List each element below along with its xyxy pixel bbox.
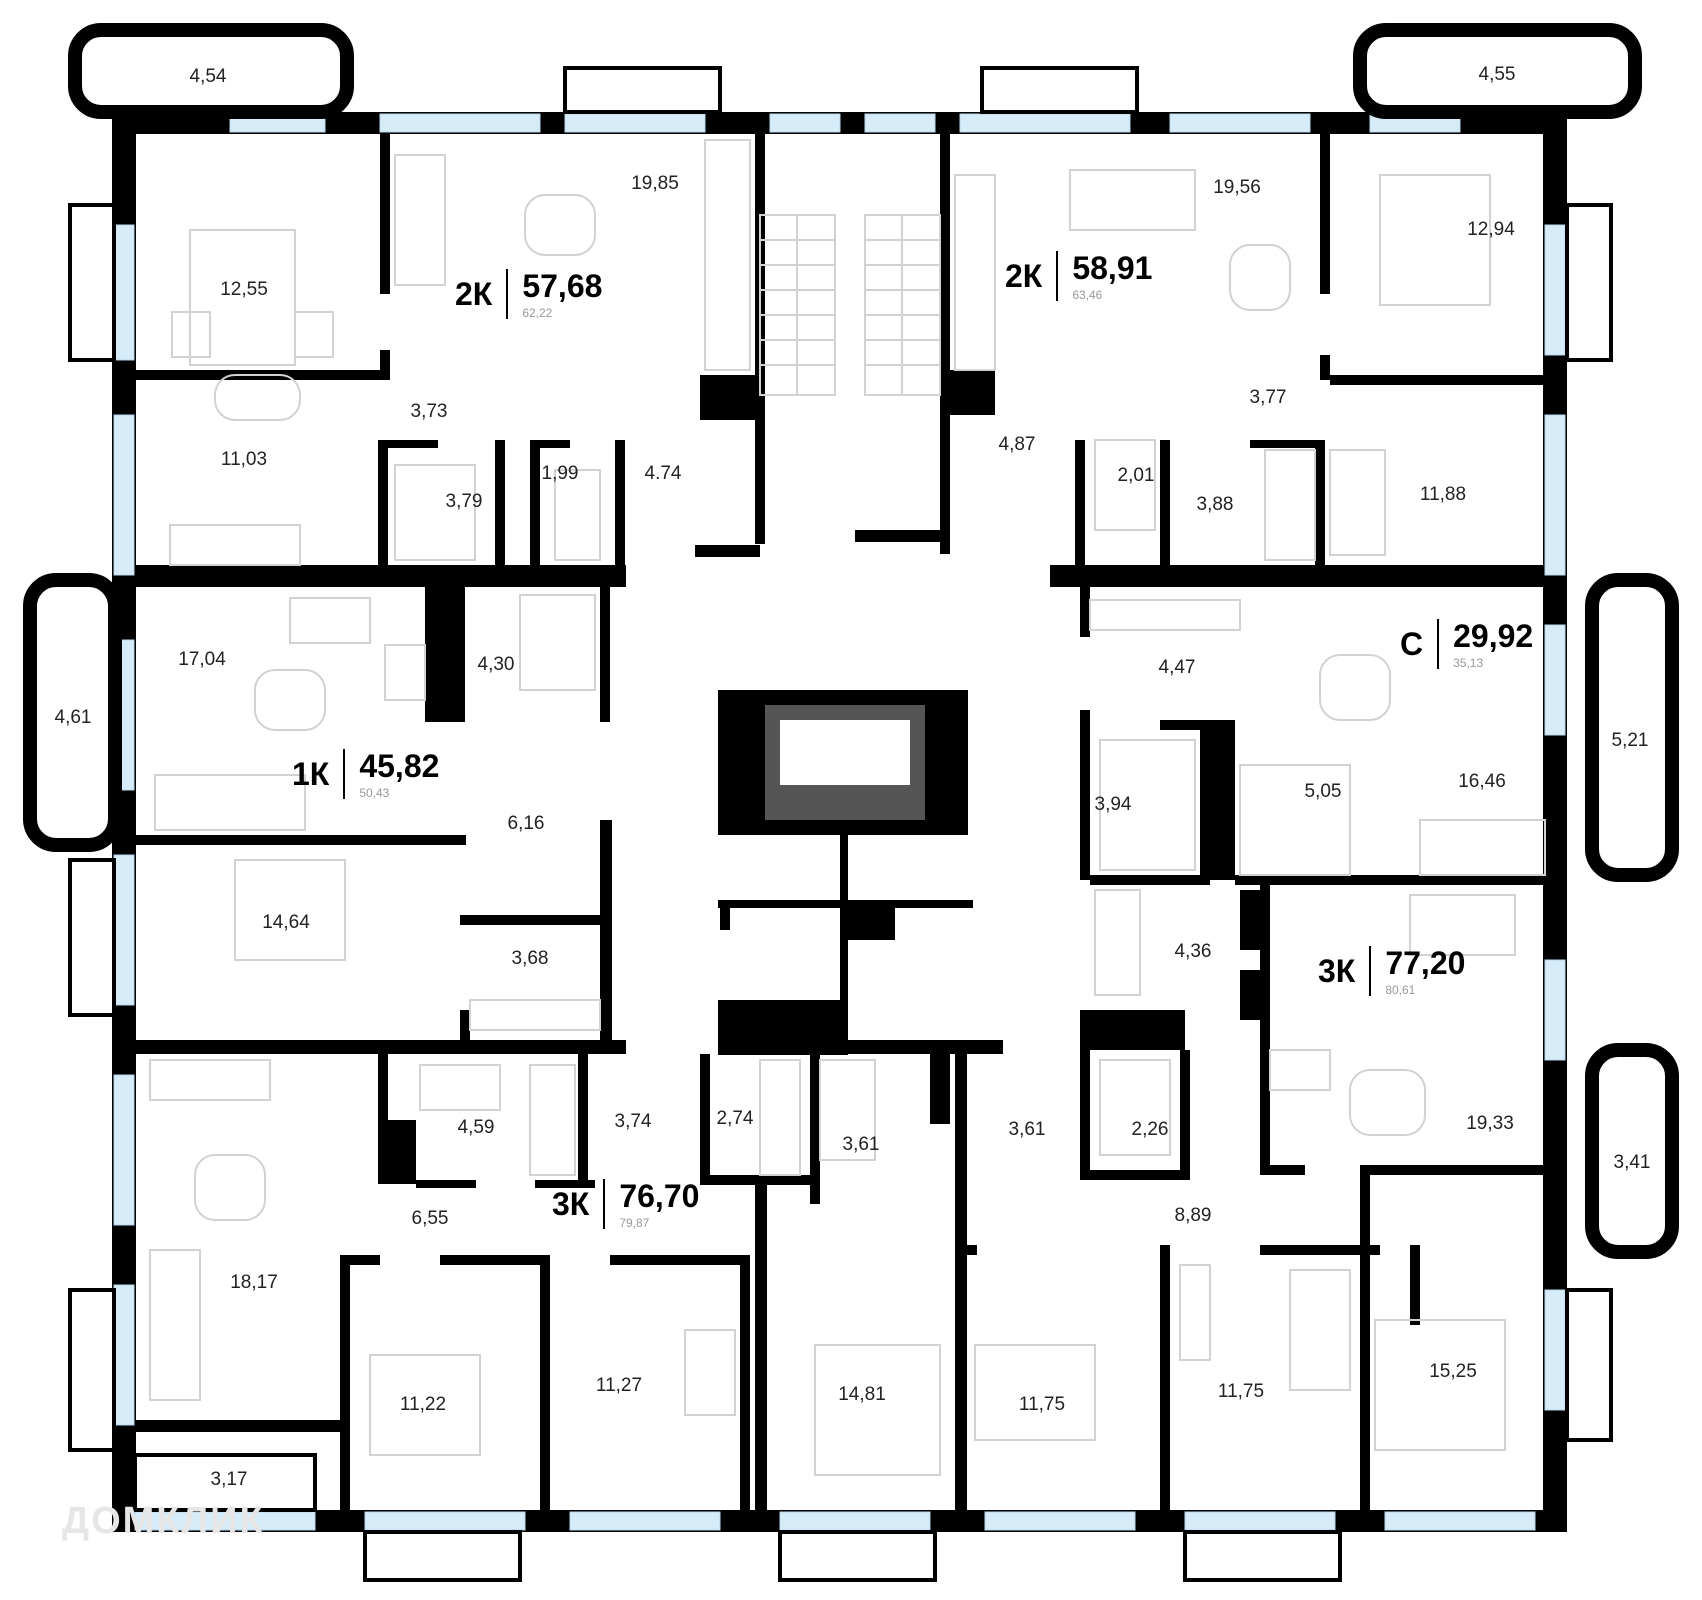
room-area: 4,30 — [477, 654, 515, 675]
room-area: 19,33 — [1466, 1113, 1514, 1134]
room-area: 15,25 — [1429, 1361, 1477, 1382]
room-area: 4,59 — [457, 1117, 495, 1138]
room-area: 2,26 — [1131, 1119, 1169, 1140]
room-area: 17,04 — [178, 649, 226, 670]
balconies — [23, 23, 1679, 1582]
divider — [1369, 946, 1372, 996]
apartment-type: 1К — [292, 755, 330, 792]
room-area: 3,77 — [1249, 387, 1287, 408]
room-area: 4,54 — [189, 66, 227, 87]
windows — [113, 113, 1566, 1531]
room-area: 11,22 — [399, 1394, 447, 1415]
room-area: 2,74 — [716, 1108, 754, 1129]
room-area: 3,68 — [511, 948, 549, 969]
living-area: 76,70 — [619, 1178, 700, 1214]
room-area: 3,94 — [1094, 794, 1132, 815]
room-area: 3,61 — [842, 1134, 880, 1155]
room-area: 8,89 — [1174, 1205, 1212, 1226]
total-area: 80,61 — [1385, 983, 1416, 997]
living-area: 58,91 — [1072, 250, 1153, 286]
room-area: 4,87 — [998, 434, 1036, 455]
room-area: 3,17 — [210, 1469, 248, 1490]
room-area: 11,03 — [220, 449, 268, 470]
total-area: 50,43 — [359, 786, 390, 800]
room-area: 14,64 — [262, 912, 310, 933]
room-area: 12,94 — [1467, 219, 1515, 240]
total-area: 63,46 — [1072, 288, 1103, 302]
divider — [1437, 619, 1440, 669]
room-area: 14,81 — [838, 1384, 886, 1405]
divider — [343, 749, 346, 799]
watermark: ДОМКЛИК — [62, 1500, 265, 1542]
room-area: 4,55 — [1478, 64, 1516, 85]
room-area: 11,75 — [1018, 1394, 1066, 1415]
room-area: 11,88 — [1419, 484, 1467, 505]
divider — [1056, 251, 1059, 301]
apartment-type: С — [1400, 625, 1424, 662]
room-area: 2,01 — [1117, 465, 1155, 486]
living-area: 29,92 — [1453, 618, 1534, 654]
apartment-3k-a: 3К 77,20 80,61 — [1318, 945, 1465, 997]
divider — [603, 1179, 606, 1229]
living-area: 77,20 — [1385, 945, 1466, 981]
room-area: 5,05 — [1304, 781, 1342, 802]
apartment-type: 2К — [455, 275, 493, 312]
room-area: 3,73 — [410, 401, 448, 422]
room-area: 3,74 — [614, 1111, 652, 1132]
room-area: 11,75 — [1217, 1381, 1265, 1402]
total-area: 79,87 — [619, 1216, 650, 1230]
room-area: 11,27 — [595, 1375, 643, 1396]
building-core — [718, 214, 1003, 1055]
room-area: 19,85 — [631, 173, 679, 194]
apartment-3k-b: 3К 76,70 79,87 — [552, 1178, 699, 1230]
room-area: 3,79 — [445, 491, 483, 512]
room-area: 4,61 — [54, 707, 92, 728]
living-area: 45,82 — [359, 748, 440, 784]
total-area: 35,13 — [1453, 656, 1484, 670]
apartment-1k: 1К 45,82 50,43 — [292, 748, 439, 800]
apartment-studio: С 29,92 35,13 — [1400, 618, 1533, 670]
apartment-type: 3К — [1318, 952, 1356, 989]
room-area: 18,17 — [230, 1272, 278, 1293]
living-area: 57,68 — [522, 268, 603, 304]
apartment-2k-a: 2К 57,68 62,22 — [455, 268, 602, 320]
apartment-2k-b: 2К 58,91 63,46 — [1005, 250, 1152, 302]
room-area: 5,21 — [1611, 730, 1649, 751]
room-area: 4,36 — [1174, 941, 1212, 962]
room-area: 6,55 — [411, 1208, 449, 1229]
room-area: 1,99 — [541, 463, 579, 484]
room-area: 4,47 — [1158, 657, 1196, 678]
room-area: 3,88 — [1196, 494, 1234, 515]
apartment-type: 3К — [552, 1185, 590, 1222]
apartment-type: 2К — [1005, 257, 1043, 294]
furniture — [149, 139, 1546, 1476]
room-area: 3,41 — [1613, 1152, 1651, 1173]
room-area: 4.74 — [644, 463, 682, 484]
room-area: 3,61 — [1008, 1119, 1046, 1140]
divider — [506, 269, 509, 319]
room-area: 19,56 — [1213, 177, 1261, 198]
room-area: 12,55 — [220, 279, 268, 300]
room-area: 6,16 — [507, 813, 545, 834]
room-area: 16,46 — [1458, 771, 1506, 792]
total-area: 62,22 — [522, 306, 553, 320]
